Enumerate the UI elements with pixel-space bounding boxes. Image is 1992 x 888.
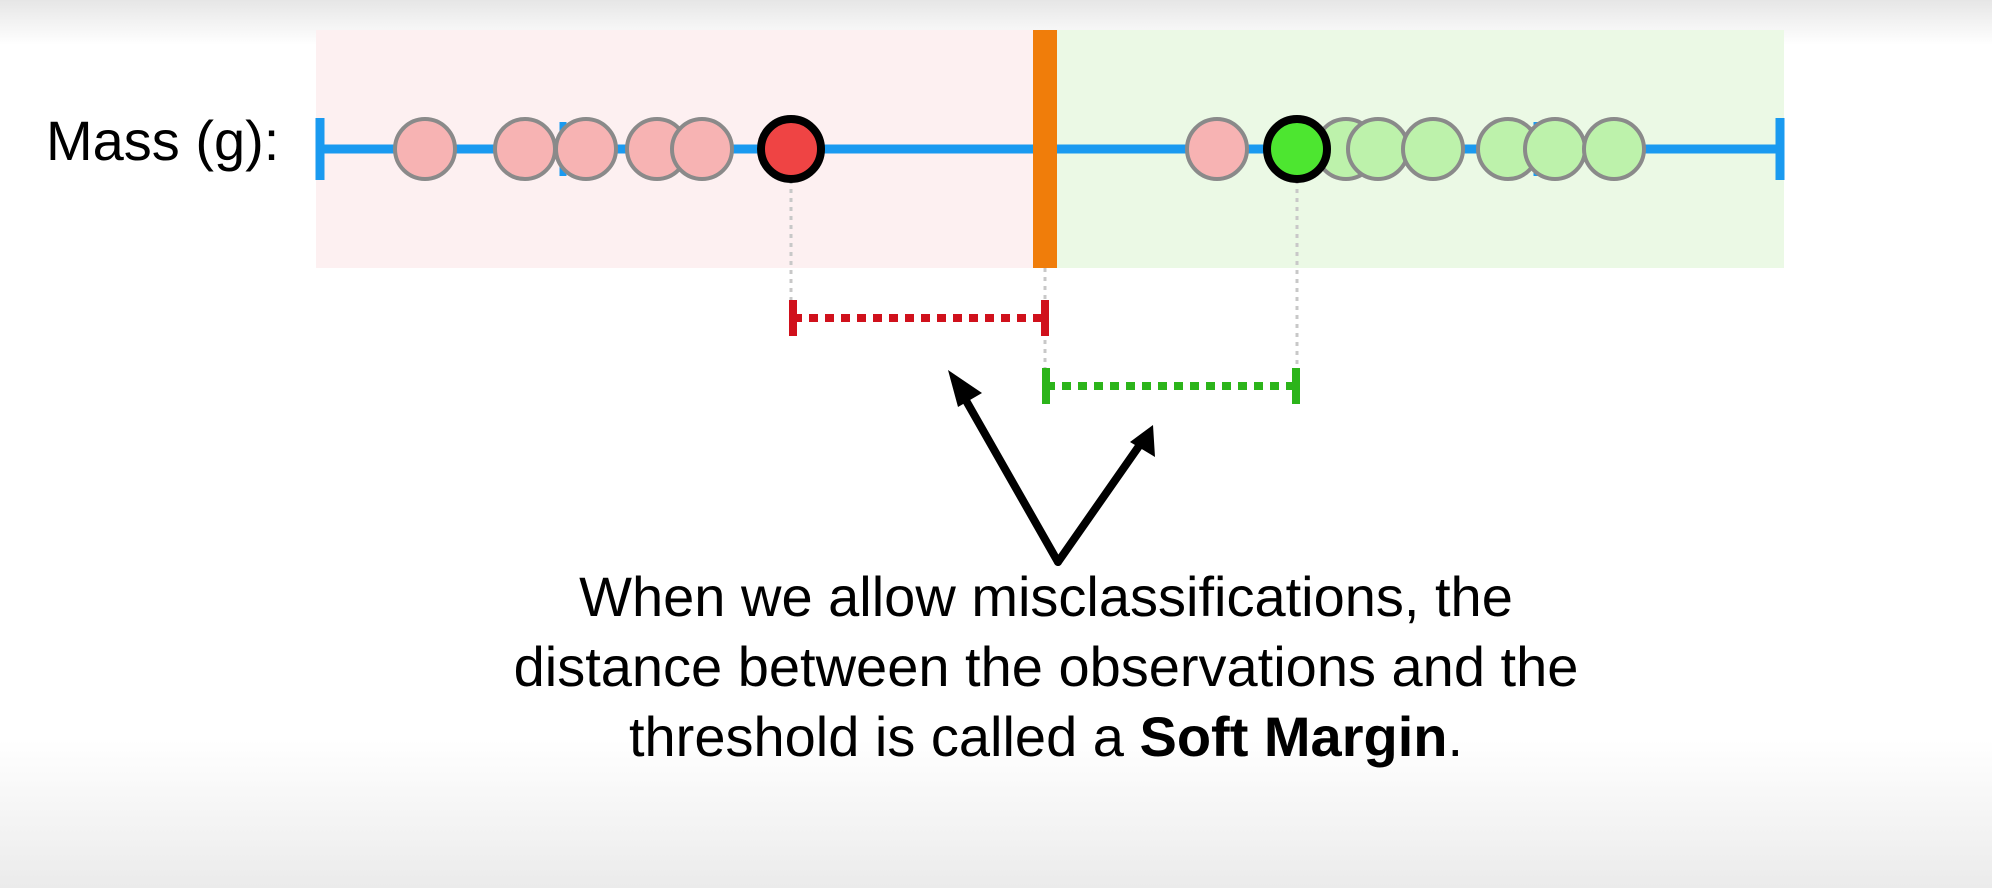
caption-line-1: When we allow misclassifications, the (579, 565, 1513, 628)
green-observation (1346, 117, 1410, 181)
soft-margin-term: Soft Margin (1139, 705, 1448, 768)
caption-line-3: threshold is called a Soft Margin. (396, 702, 1696, 772)
green-observation (1582, 117, 1646, 181)
caption-line-3-text: threshold is called a (628, 705, 1140, 768)
highlighted-green-observation (1263, 115, 1331, 183)
caption: When we allow misclassifications, the di… (396, 562, 1696, 772)
red-observation (493, 117, 557, 181)
red-observation (393, 117, 457, 181)
highlighted-red-observation (757, 115, 825, 183)
threshold-bar (1033, 30, 1057, 268)
caption-period: . (1447, 705, 1464, 768)
red-observation (670, 117, 734, 181)
arrow-shafts (948, 370, 1155, 566)
caption-line-2: distance between the observations and th… (513, 635, 1579, 698)
axis-label: Mass (g): (46, 109, 280, 172)
green-observation (1523, 117, 1587, 181)
red-observation (1185, 117, 1249, 181)
red-observation (554, 117, 618, 181)
green-observation (1401, 117, 1465, 181)
